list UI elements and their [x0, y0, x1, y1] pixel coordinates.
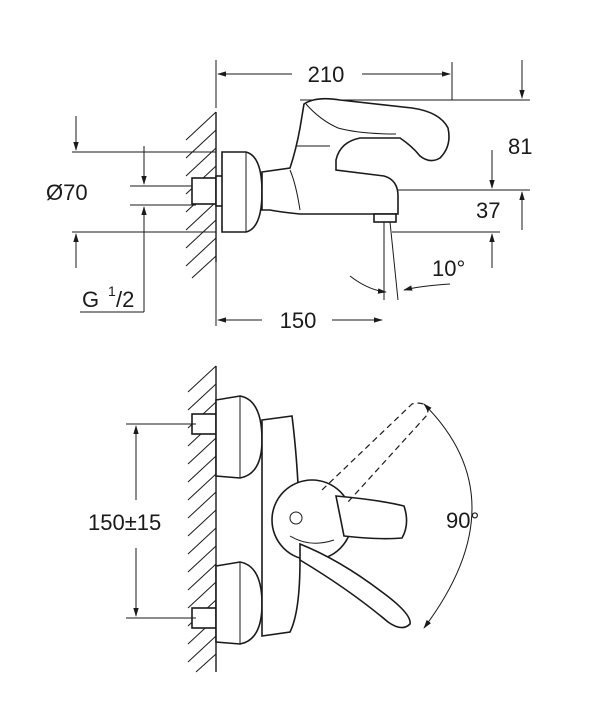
dim-thread-denominator: /2: [116, 287, 134, 312]
wall-connector-side: [191, 175, 227, 207]
rosette-top-upper: [215, 395, 263, 479]
dim-overall-length: 210: [308, 62, 345, 87]
dim-lever-height: 81: [508, 134, 532, 159]
dim-rotation: 90°: [446, 508, 479, 533]
top-view: 150±15 90°: [88, 365, 479, 673]
rosette-side: [221, 151, 263, 233]
dim-spout-height: 37: [476, 198, 500, 223]
dim-projection: 150: [280, 308, 317, 333]
dim-thread-numerator: 1: [108, 283, 116, 299]
side-view: 210 81 37 Ø70 G 1 /2 10° 150: [46, 60, 532, 333]
mixer-body-side: [261, 97, 450, 215]
dim-diameter: Ø70: [46, 180, 88, 205]
dim-centers: 150±15: [88, 510, 161, 535]
lever-rotated-outline: [321, 402, 429, 503]
dim-spout-angle: 10°: [432, 256, 465, 281]
lever-handle-top: [335, 495, 408, 540]
dim-thread-prefix: G: [82, 287, 99, 312]
rosette-top-lower: [215, 561, 263, 645]
